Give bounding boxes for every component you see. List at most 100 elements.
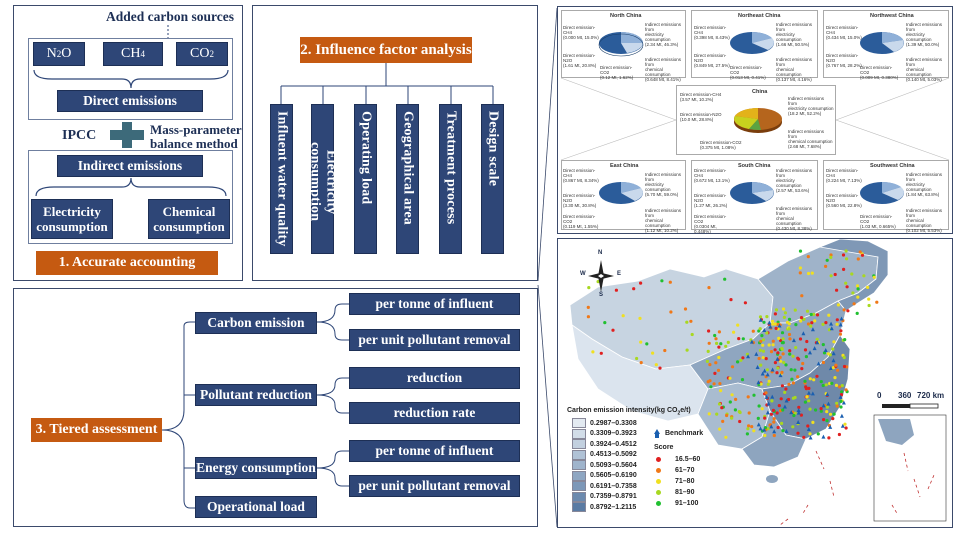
plant-point [716, 368, 721, 372]
plant-point [845, 285, 849, 289]
plant-point [767, 343, 771, 347]
plant-point [814, 408, 818, 412]
plant-point [835, 318, 839, 322]
pie-southwest-l2v: (0.560 Mt, 22.8%) [826, 203, 862, 208]
benchmark-point [758, 317, 763, 322]
plant-point [827, 328, 831, 332]
plant-point [810, 271, 814, 275]
plant-point [790, 377, 794, 381]
china-map [569, 239, 947, 526]
benchmark-point [756, 380, 761, 385]
plant-point [791, 354, 795, 358]
indirect-brace [35, 178, 227, 197]
plant-point [760, 334, 764, 338]
compass-w: W [580, 271, 586, 277]
plant-point [822, 418, 826, 422]
intensity-swatch [572, 439, 586, 450]
pie-southwest-r1v: (1.84 Mt, 63.8%) [906, 192, 940, 197]
map-sea-boundary [779, 450, 835, 526]
benchmark-point [782, 404, 787, 409]
plant-point [842, 308, 846, 312]
plant-point [719, 342, 723, 346]
tier-energy-consumption: Energy consumption [195, 457, 317, 479]
plant-point [851, 291, 855, 295]
plant-point [771, 343, 775, 347]
benchmark-label: Benchmark [665, 430, 704, 437]
pie-north-l2: Direct emission-N2O [563, 53, 596, 63]
tiered-tree-lines [161, 303, 350, 509]
plant-point [586, 315, 590, 319]
pie-china-label-bottom: Direct emission-CO2(0.375 Mt, 1.08%) [700, 140, 750, 150]
pie-northeast-r2v: (0.137 Mt, 4.16%) [776, 77, 812, 82]
benchmark-point [829, 321, 834, 326]
benchmark-point [826, 401, 831, 406]
plant-point [718, 427, 722, 431]
intensity-range-label: 0.7359–0.8791 [590, 493, 637, 501]
gas-co2-base: CO [190, 46, 210, 61]
plant-point [706, 380, 710, 384]
plant-point [715, 412, 719, 416]
plant-point [780, 370, 784, 374]
map-inset-land [878, 419, 914, 445]
pie-china-r2v: (2.68 Mt, 7.68%) [788, 144, 822, 149]
plant-point [828, 412, 833, 416]
plant-point [721, 419, 725, 423]
benchmark-point [769, 424, 774, 429]
pie-north-l3v: (0.12 Mt, 1.62%) [600, 75, 634, 80]
pie-north-l3: Direct emission-CO2 [600, 65, 633, 75]
pie-southwest-labels-left: Direct emission-CH4(0.224 Mt, 7.13%) Dir… [826, 168, 862, 208]
benchmark-point [775, 356, 780, 361]
benchmark-point [760, 371, 765, 376]
benchmark-point [767, 320, 772, 325]
plant-point [824, 383, 828, 387]
plant-point [726, 340, 730, 344]
plant-point [798, 271, 802, 275]
plant-point [730, 416, 734, 420]
benchmark-point [810, 391, 815, 396]
plant-point [839, 399, 843, 403]
intensity-range-label: 0.3924–0.4512 [590, 440, 637, 448]
plant-point [799, 316, 804, 320]
pie-east-l2: Direct emission-N2O [563, 193, 596, 203]
pie-south-r1b: electricity consumption [776, 178, 802, 188]
plant-point [821, 360, 825, 365]
pie-northeast-r1: Indirect emissions from [776, 22, 813, 32]
gas-n2o-sub: 2 [56, 49, 62, 59]
pie-northwest-title: Northwest China [870, 13, 914, 19]
plant-point [808, 377, 812, 381]
plant-point [822, 351, 827, 355]
plant-point [775, 411, 779, 415]
plant-point [777, 336, 781, 340]
plant-point [713, 371, 717, 375]
plant-point [825, 419, 829, 423]
plant-point [769, 350, 774, 354]
map-region-northeast [818, 239, 889, 312]
plant-point [734, 397, 738, 401]
benchmark-point [762, 427, 767, 432]
plant-point [788, 352, 792, 356]
plant-point [809, 312, 813, 317]
intensity-legend-item: 0.3309–0.3923 [572, 428, 637, 440]
plant-point [843, 422, 847, 426]
score-range-label: 81–90 [675, 489, 695, 496]
plant-point [793, 368, 797, 372]
plant-point [793, 308, 797, 312]
pie-north-graphic [598, 32, 644, 57]
intensity-legend-title-a: Carbon emission intensity(kg CO [567, 407, 678, 414]
benchmark-point [801, 331, 806, 336]
plant-point [773, 322, 777, 326]
plant-point [779, 338, 783, 343]
pie-china-r1b: electricity consumption [788, 106, 834, 111]
plant-point [776, 351, 780, 355]
plant-point [736, 323, 740, 327]
pie-northeast-graphic [730, 31, 774, 54]
factor-influent-water-quality: Influent water quality [270, 104, 293, 254]
pie-northwest-labels-left: Direct emission-CH4(0.434 Mt, 15.0%) Dir… [826, 25, 862, 68]
plant-point [654, 363, 658, 367]
plant-point [771, 408, 775, 412]
pie-north-r2: Indirect emissions from [645, 57, 682, 67]
map-plant-points [586, 249, 879, 440]
